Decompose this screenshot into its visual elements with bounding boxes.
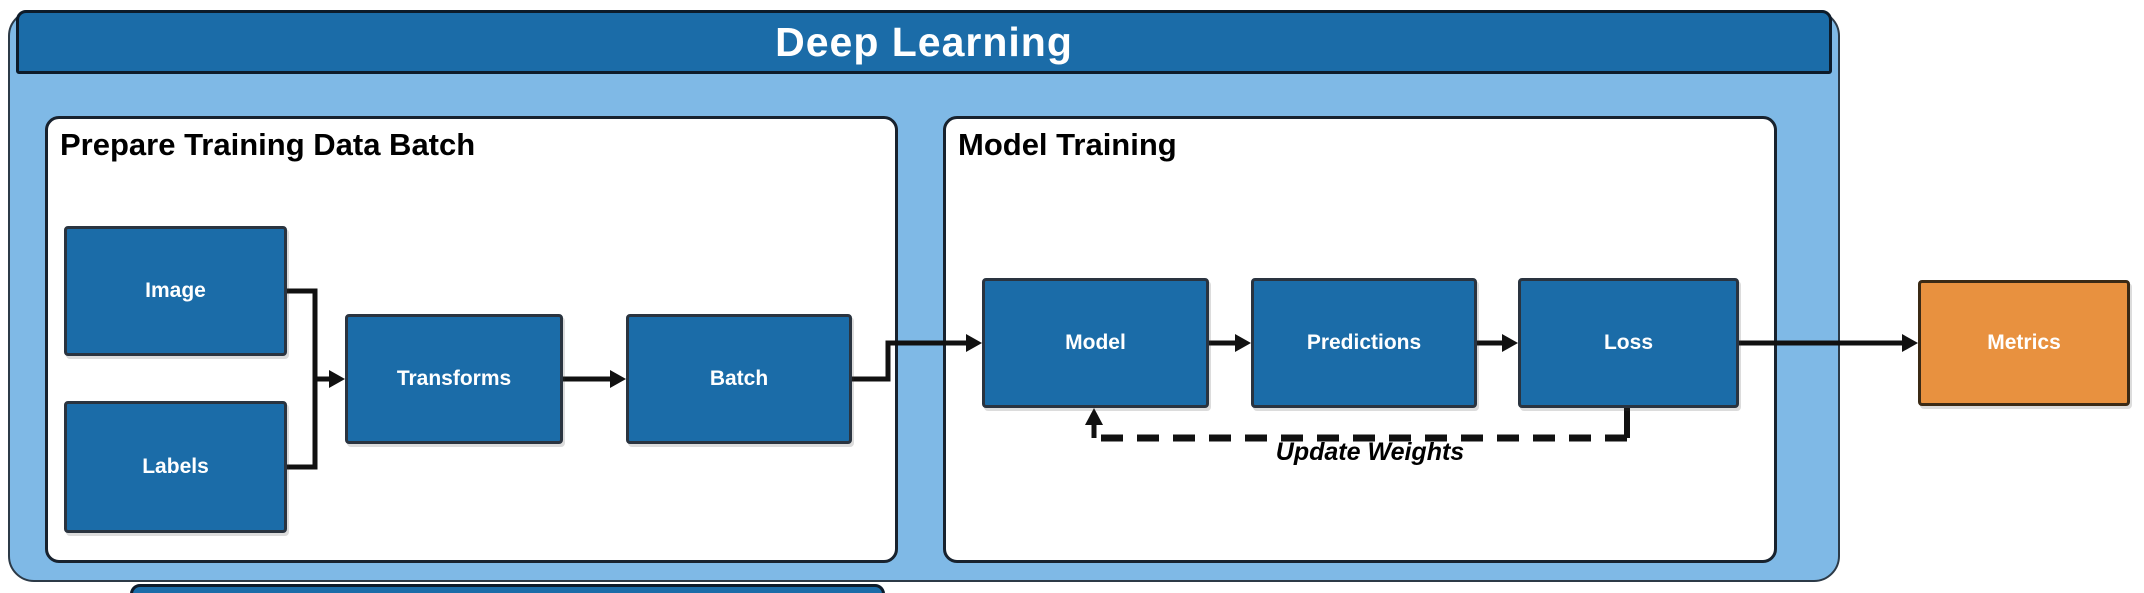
node-image-label: Image	[145, 279, 206, 302]
node-model-label: Model	[1065, 331, 1126, 354]
node-batch-label: Batch	[709, 367, 769, 390]
node-labels: Labels	[64, 401, 287, 533]
node-loss-label: Loss	[1603, 331, 1653, 354]
node-model: Model	[982, 278, 1209, 408]
node-batch: Batch	[626, 314, 852, 444]
diagram-title: Deep Learning	[775, 18, 1073, 65]
arrowhead-metrics	[1902, 334, 1918, 352]
node-metrics: Metrics	[1918, 280, 2130, 406]
prepare-panel-title: Prepare Training Data Batch	[60, 127, 476, 162]
next-section-bar-cropped	[130, 584, 885, 593]
node-predictions-label: Predictions	[1306, 331, 1422, 354]
node-predictions: Predictions	[1251, 278, 1477, 408]
training-panel-title: Model Training	[958, 127, 1177, 162]
diagram-title-bar: Deep Learning	[16, 10, 1832, 74]
node-labels-label: Labels	[142, 455, 209, 478]
node-image: Image	[64, 226, 287, 356]
node-transforms-label: Transforms	[396, 367, 512, 390]
node-transforms: Transforms	[345, 314, 563, 444]
update-weights-label: Update Weights	[1275, 438, 1465, 466]
node-loss: Loss	[1518, 278, 1739, 408]
node-metrics-label: Metrics	[1987, 331, 2061, 354]
